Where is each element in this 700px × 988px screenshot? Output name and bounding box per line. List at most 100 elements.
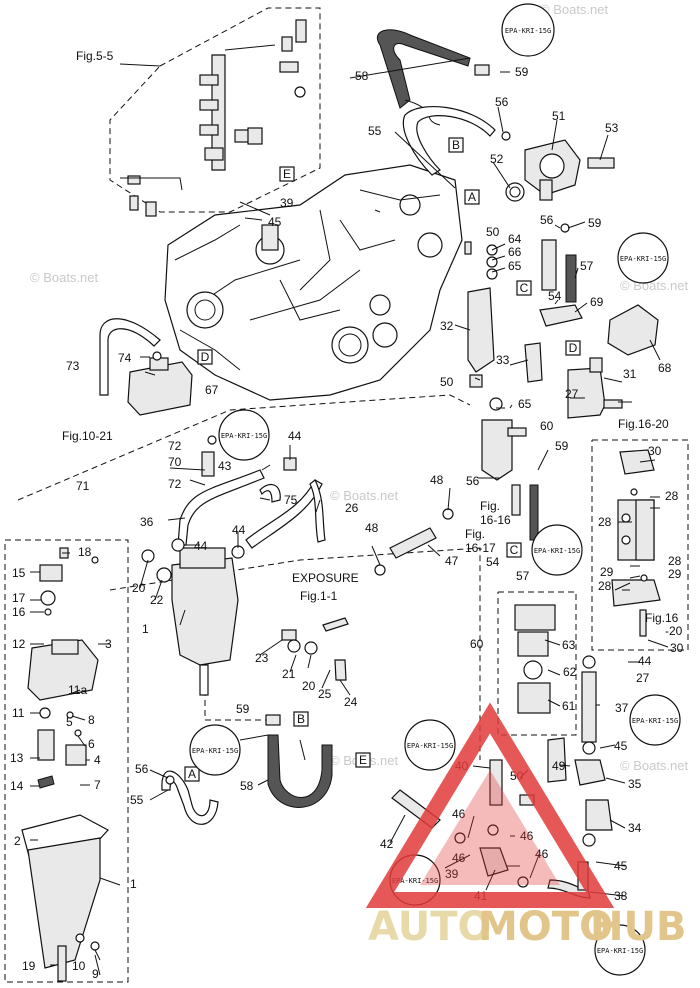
callout-49: 49 [552, 759, 566, 773]
callout-58: 58 [355, 69, 369, 83]
callout-65: 65 [518, 397, 532, 411]
callout-1: 1 [130, 877, 137, 891]
callout-39: 39 [280, 196, 294, 210]
callout-72: 72 [168, 439, 182, 453]
callout-63: 63 [562, 638, 576, 652]
connection-box-c [506, 542, 522, 558]
callout-56: 56 [495, 95, 509, 109]
callout-48: 48 [430, 473, 444, 487]
callout-37: 37 [615, 701, 629, 715]
logo-triangle [365, 702, 615, 908]
callout-67: 67 [205, 383, 219, 397]
connection-letter-d: D [569, 341, 578, 355]
callout-16: 16 [12, 605, 26, 619]
callout-22: 22 [150, 593, 164, 607]
fig-ref-16-17-b: 16-17 [465, 541, 496, 555]
callout-66: 66 [508, 245, 522, 259]
callout-75: 75 [284, 493, 298, 507]
fig-ref-1-1: Fig.1-1 [300, 589, 338, 603]
connection-letter-c: C [510, 543, 519, 557]
logo-text-hub: HUB [590, 904, 686, 950]
callout-10: 10 [72, 959, 86, 973]
callout-29: 29 [668, 567, 682, 581]
callout-44: 44 [194, 539, 208, 553]
callout-43: 43 [218, 459, 232, 473]
callout-47: 47 [445, 554, 459, 568]
callout-60: 60 [470, 637, 484, 651]
fig-ref-16-17-a: Fig. [465, 527, 485, 541]
callout-53: 53 [605, 121, 619, 135]
callout-73: 73 [66, 359, 80, 373]
leader-lines [30, 57, 669, 976]
center-hoses [171, 435, 454, 576]
epa-stamp: EPA-KRI-15G [531, 524, 583, 576]
callout-2: 2 [14, 834, 21, 848]
watermark-text: © Boats.net [620, 758, 689, 773]
callout-50: 50 [486, 225, 500, 239]
callout-36: 36 [140, 515, 154, 529]
fuel-pump-assembly [611, 449, 661, 637]
callout-45: 45 [268, 215, 282, 229]
callout-48: 48 [365, 521, 379, 535]
connection-box-a [184, 766, 200, 782]
callout-44: 44 [638, 654, 652, 668]
callout-39: 39 [445, 867, 459, 881]
callout-59: 59 [555, 439, 569, 453]
callout-44: 44 [288, 429, 302, 443]
callout-56: 56 [135, 762, 149, 776]
callout-46: 46 [452, 807, 466, 821]
callout-4: 4 [94, 753, 101, 767]
connection-letter-d: D [201, 350, 210, 364]
callout-31: 31 [623, 367, 637, 381]
lower-center-hoses [161, 714, 333, 825]
callout-33: 33 [496, 353, 510, 367]
fuel-rail-detail [120, 19, 307, 217]
connection-labels: B A E C D D C B A E [184, 137, 581, 782]
callout-28: 28 [598, 579, 612, 593]
fig-ref-16-16-a: Fig. [480, 499, 500, 513]
connection-box-a [464, 189, 480, 205]
callout-14: 14 [10, 779, 24, 793]
epa-stamp: EPA-KRI-15G [501, 3, 555, 57]
svg-text:EPA-KRI-15G: EPA-KRI-15G [534, 547, 580, 555]
callout-50: 50 [440, 375, 454, 389]
callout-72: 72 [168, 477, 182, 491]
callout-59: 59 [236, 702, 250, 716]
callout-69: 69 [590, 295, 604, 309]
figure-references: Fig.5-5 Fig.10-21 Fig.16-20 Fig. 16-16 F… [62, 49, 683, 638]
callout-45: 45 [614, 859, 628, 873]
callout-5: 5 [66, 715, 73, 729]
callout-11: 11 [12, 706, 25, 720]
callout-25: 25 [318, 687, 332, 701]
callout-61: 61 [562, 699, 576, 713]
callout-54: 54 [486, 555, 500, 569]
epa-stamp: EPA-KRI-15G [189, 724, 241, 776]
callout-34: 34 [628, 821, 642, 835]
epa-stamp: EPA-KRI-15G [404, 719, 456, 771]
upper-right-parts [377, 29, 659, 388]
fig-ref-5-5: Fig.5-5 [76, 49, 114, 63]
svg-text:EPA-KRI-15G: EPA-KRI-15G [221, 432, 267, 440]
callout-11a: 11a [68, 683, 87, 697]
watermark-text: © Boats.net [330, 488, 399, 503]
fig-ref-10-21: Fig.10-21 [62, 429, 113, 443]
fuel-filter-group [481, 357, 623, 714]
callout-60: 60 [540, 419, 554, 433]
pump-module-inset [21, 547, 109, 982]
callout-44: 44 [232, 523, 246, 537]
callout-9: 9 [92, 967, 99, 981]
callout-1: 1 [142, 622, 149, 636]
callout-26: 26 [345, 501, 359, 515]
callout-21: 21 [282, 667, 296, 681]
callout-17: 17 [12, 591, 26, 605]
engine-block [164, 164, 463, 401]
callout-52: 52 [490, 152, 504, 166]
connection-letter-e: E [359, 753, 367, 767]
vapor-separator [141, 547, 349, 696]
callout-59: 59 [515, 65, 529, 79]
connection-letter-b: B [297, 712, 305, 726]
connection-letter-c: C [520, 281, 529, 295]
callout-15: 15 [12, 566, 26, 580]
callout-54: 54 [548, 289, 562, 303]
connection-letter-b: B [452, 138, 460, 152]
